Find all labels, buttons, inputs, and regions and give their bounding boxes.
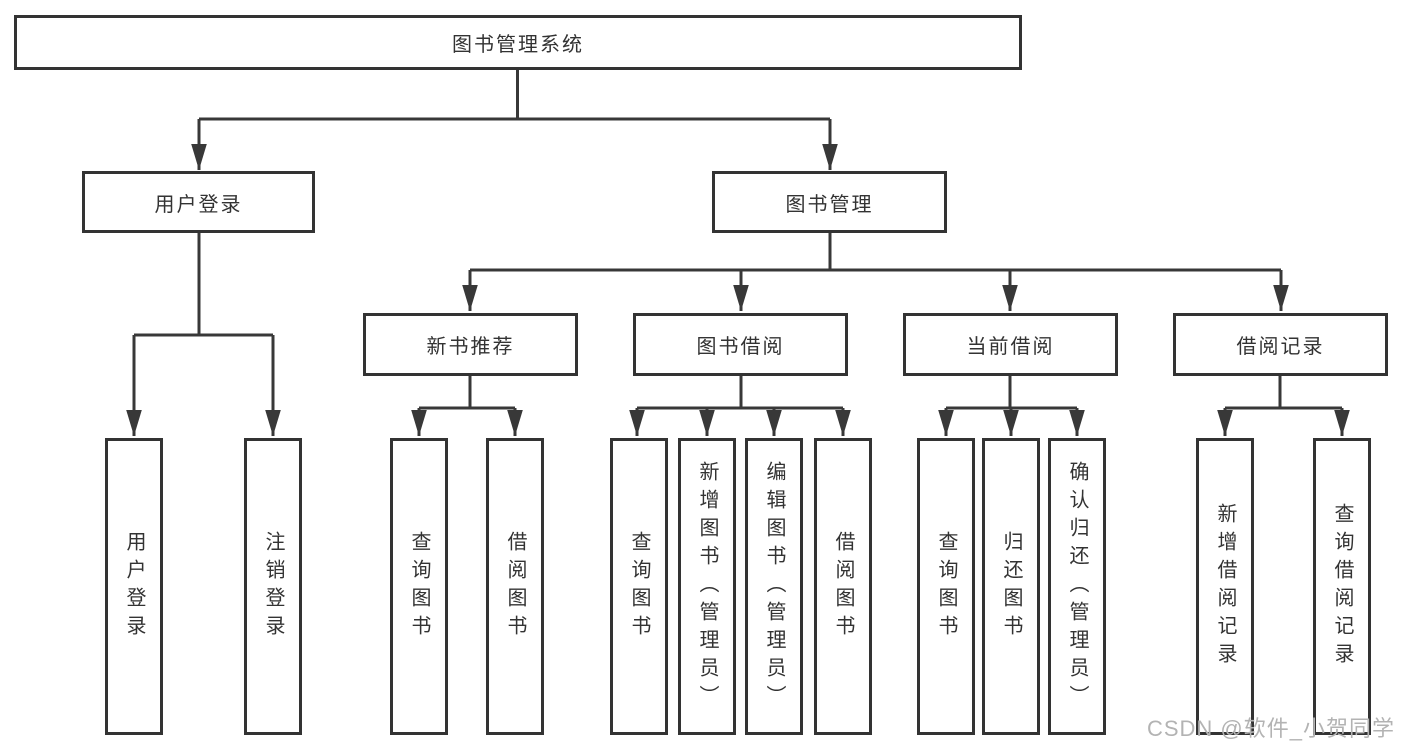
leaf-bb-add-book-label: 新增图书（管理员） <box>696 460 718 713</box>
leaf-br-query-record: 查询借阅记录 <box>1313 438 1371 735</box>
leaf-br-add-record: 新增借阅记录 <box>1196 438 1254 735</box>
leaf-bb-query-book: 查询图书 <box>610 438 668 735</box>
node-book-mgmt-label: 图书管理 <box>785 193 874 216</box>
node-book-mgmt: 图书管理 <box>712 171 947 233</box>
node-current-borrow-label: 当前借阅 <box>966 336 1055 358</box>
leaf-bb-edit-book: 编辑图书（管理员） <box>745 438 803 735</box>
node-user-login-label: 用户登录 <box>154 193 243 216</box>
node-root: 图书管理系统 <box>14 15 1022 70</box>
node-book-borrow: 图书借阅 <box>633 313 848 376</box>
node-borrow-record: 借阅记录 <box>1173 313 1388 376</box>
leaf-bb-edit-book-label: 编辑图书（管理员） <box>763 460 785 713</box>
leaf-nb-borrow-book: 借阅图书 <box>486 438 544 735</box>
leaf-cb-return-book-label: 归还图书 <box>1000 530 1022 643</box>
node-new-book: 新书推荐 <box>363 313 578 376</box>
leaf-nb-query-book: 查询图书 <box>390 438 448 735</box>
node-borrow-record-label: 借阅记录 <box>1236 336 1325 358</box>
node-current-borrow: 当前借阅 <box>903 313 1118 376</box>
leaf-cb-query-book-label: 查询图书 <box>935 530 957 643</box>
leaf-user-login: 用户登录 <box>105 438 163 735</box>
node-new-book-label: 新书推荐 <box>426 336 515 358</box>
leaf-bb-borrow-book: 借阅图书 <box>814 438 872 735</box>
node-book-borrow-label: 图书借阅 <box>696 336 785 358</box>
leaf-user-login-label: 用户登录 <box>123 530 145 643</box>
leaf-logout-label: 注销登录 <box>262 530 284 643</box>
node-user-login: 用户登录 <box>82 171 315 233</box>
leaf-bb-borrow-book-label: 借阅图书 <box>832 530 854 643</box>
leaf-cb-return-book: 归还图书 <box>982 438 1040 735</box>
leaf-br-query-record-label: 查询借阅记录 <box>1331 502 1353 671</box>
leaf-cb-confirm-return: 确认归还（管理员） <box>1048 438 1106 735</box>
leaf-cb-confirm-return-label: 确认归还（管理员） <box>1066 460 1088 713</box>
leaf-logout: 注销登录 <box>244 438 302 735</box>
leaf-cb-query-book: 查询图书 <box>917 438 975 735</box>
leaf-nb-borrow-book-label: 借阅图书 <box>504 530 526 643</box>
leaf-nb-query-book-label: 查询图书 <box>408 530 430 643</box>
leaf-br-add-record-label: 新增借阅记录 <box>1214 502 1236 671</box>
node-root-label: 图书管理系统 <box>452 34 584 56</box>
leaf-bb-query-book-label: 查询图书 <box>628 530 650 643</box>
leaf-bb-add-book: 新增图书（管理员） <box>678 438 736 735</box>
